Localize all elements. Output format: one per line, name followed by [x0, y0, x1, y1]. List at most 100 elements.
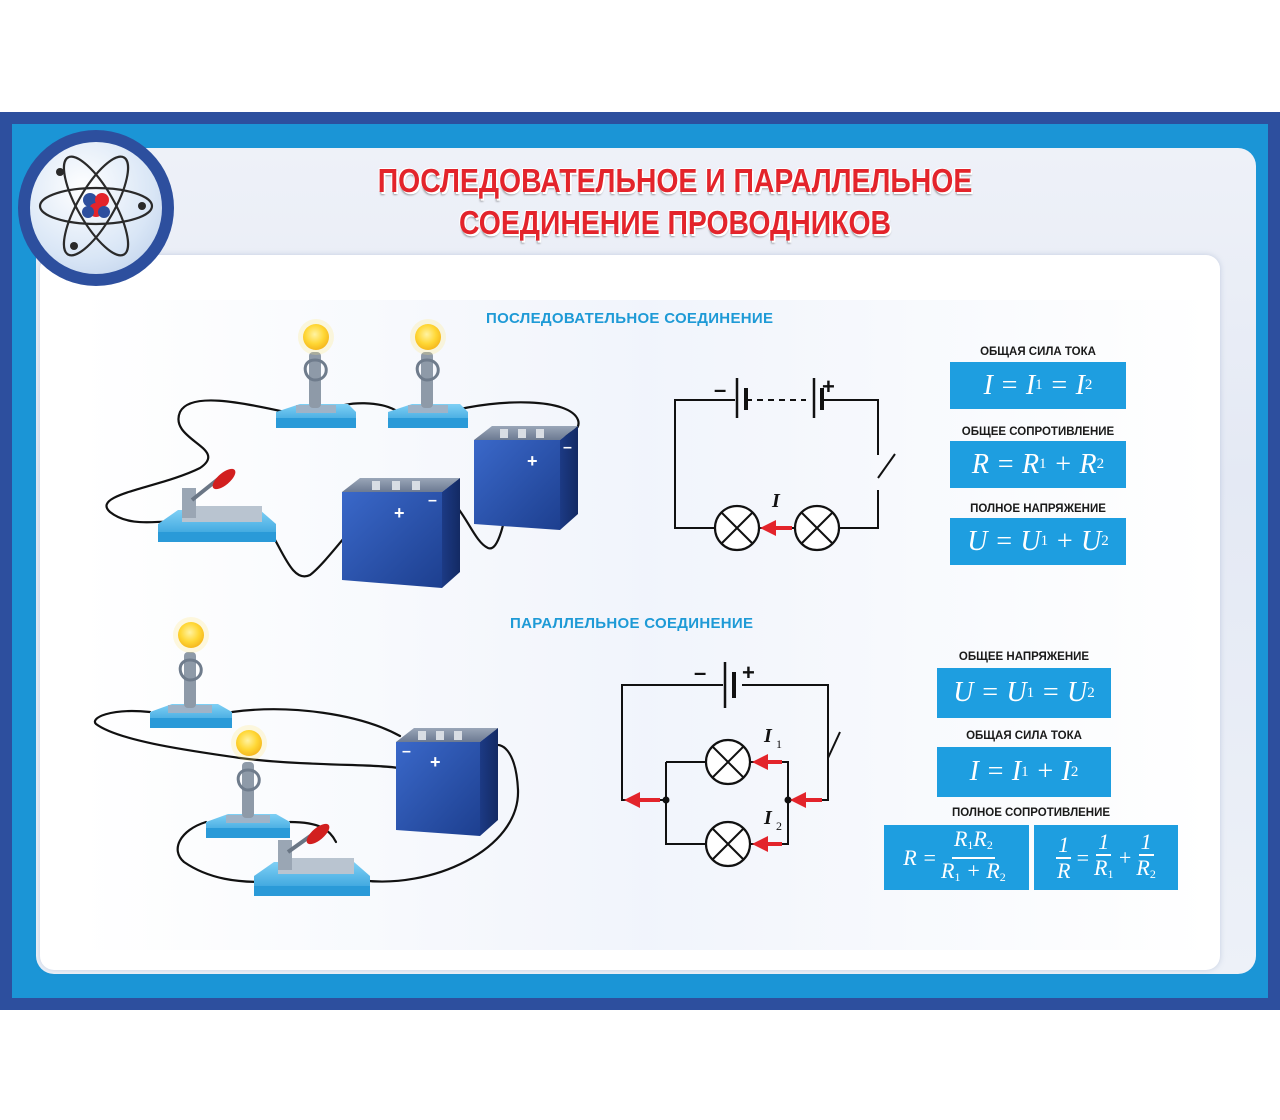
- f-one: 1: [1138, 828, 1154, 856]
- f-lhs: I: [983, 369, 993, 401]
- f-num-a-sub: 1: [967, 837, 974, 852]
- battery-parallel: – +: [396, 728, 498, 836]
- f-op: +: [1053, 448, 1073, 480]
- f-num-a: R: [953, 825, 968, 851]
- f-den-a-sub: 1: [954, 869, 961, 884]
- parallel-resistance-formula-1: R = R1R2 R1 + R2: [884, 825, 1029, 890]
- f-b-sub: 2: [1101, 533, 1109, 549]
- series-minus-sign: –: [714, 377, 726, 402]
- parallel-i1-sub: 1: [776, 737, 782, 751]
- f-lhs: R: [1056, 857, 1071, 883]
- f-a-sub: 1: [1039, 456, 1047, 472]
- f-a: R: [1094, 854, 1108, 880]
- parallel-resistance-formula-2: 1 R = 1 R1 + 1 R2: [1034, 825, 1178, 890]
- f-b: U: [1067, 677, 1088, 708]
- f-den-a: R: [941, 857, 955, 883]
- fraction: 1 R: [1056, 831, 1072, 883]
- f-b-sub: 2: [1070, 763, 1079, 780]
- f-b-sub: 2: [1084, 377, 1093, 393]
- series-heading: ПОСЛЕДОВАТЕЛЬНОЕ СОЕДИНЕНИЕ: [486, 310, 774, 327]
- series-current-label: I: [771, 490, 781, 512]
- parallel-formula-1-label: ОБЩЕЕ НАПРЯЖЕНИЕ: [958, 651, 1090, 663]
- series-formula-2-label: ОБЩЕЕ СОПРОТИВЛЕНИЕ: [961, 426, 1115, 438]
- parallel-i2-label: I: [763, 807, 773, 829]
- f-one: 1: [1096, 828, 1112, 856]
- f-a: U: [1020, 525, 1041, 557]
- f-a-sub: 1: [1107, 866, 1114, 881]
- atom-icon: [30, 142, 162, 274]
- fraction: 1 R2: [1136, 828, 1156, 886]
- f-lhs: U: [953, 677, 974, 708]
- f-lhs: R: [903, 844, 917, 870]
- f-a: R: [1021, 448, 1040, 480]
- parallel-plus-sign: +: [742, 660, 755, 685]
- lamp-2: [388, 319, 468, 428]
- f-a-sub: 1: [1040, 533, 1049, 549]
- lamp-1: [276, 319, 356, 428]
- series-formula-1-label: ОБЩАЯ СИЛА ТОКА: [980, 346, 1096, 358]
- fraction: 1 R1: [1094, 828, 1114, 886]
- f-lhs: R: [971, 448, 990, 480]
- f-op: =: [1041, 677, 1061, 708]
- f-den-b: R: [986, 857, 1000, 883]
- f-lhs: U: [967, 525, 988, 557]
- f-a-sub: 1: [1026, 684, 1035, 701]
- f-b-sub: 2: [1087, 684, 1095, 701]
- f-a: I: [1011, 756, 1022, 787]
- parallel-current-arrows: [624, 754, 822, 852]
- battery-series-1: + –: [342, 478, 460, 588]
- fraction: R1R2 R1 + R2: [941, 825, 1006, 889]
- parallel-i2-sub: 2: [776, 819, 782, 833]
- switch-series: [158, 468, 276, 542]
- f-b-sub: 2: [1096, 456, 1105, 472]
- f-a-sub: 1: [1021, 763, 1029, 780]
- series-schematic: [674, 378, 896, 552]
- battery-3-plus: +: [430, 752, 441, 772]
- series-formula-3-label: ПОЛНОЕ НАПРЯЖЕНИЕ: [970, 503, 1106, 515]
- f-b: I: [1061, 756, 1071, 787]
- f-b-sub: 2: [1149, 866, 1156, 881]
- f-b: U: [1081, 525, 1102, 557]
- parallel-i1-label: I: [763, 725, 773, 747]
- lamp-parallel-2: [206, 725, 290, 838]
- f-a-sub: 1: [1035, 377, 1043, 393]
- f-one: 1: [1056, 831, 1072, 859]
- f-op: =: [1049, 369, 1069, 401]
- parallel-heading: ПАРАЛЛЕЛЬНОЕ СОЕДИНЕНИЕ: [510, 615, 754, 632]
- battery-3-minus: –: [402, 743, 411, 760]
- title-line-2: СОЕДИНЕНИЕ ПРОВОДНИКОВ: [458, 204, 892, 241]
- parallel-schematic: [621, 662, 841, 868]
- page-title: ПОСЛЕДОВАТЕЛЬНОЕ И ПАРАЛЛЕЛЬНОЕ СОЕДИНЕН…: [301, 160, 1049, 244]
- series-plus-sign: +: [822, 374, 835, 399]
- switch-parallel: [254, 823, 370, 896]
- f-den-op: +: [965, 857, 981, 883]
- f-num-b: R: [973, 825, 987, 851]
- battery-1-minus: –: [428, 492, 437, 509]
- lamp-parallel-1: [150, 617, 232, 728]
- battery-series-2: + –: [474, 426, 578, 530]
- parallel-resistance-label: ПОЛНОЕ СОПРОТИВЛЕНИЕ: [951, 807, 1111, 819]
- f-b: R: [1079, 448, 1097, 480]
- f-a: U: [1006, 677, 1027, 708]
- f-den-b-sub: 2: [999, 869, 1006, 884]
- f-op: +: [1055, 525, 1075, 557]
- battery-1-plus: +: [394, 503, 405, 523]
- f-op: +: [1117, 844, 1133, 870]
- f-num-b-sub: 2: [986, 837, 993, 852]
- f-b: I: [1075, 369, 1085, 401]
- parallel-formula-2-label: ОБЩАЯ СИЛА ТОКА: [966, 730, 1082, 742]
- title-line-1: ПОСЛЕДОВАТЕЛЬНОЕ И ПАРАЛЛЕЛЬНОЕ: [377, 162, 973, 199]
- f-a: I: [1025, 369, 1036, 401]
- battery-2-minus: –: [563, 439, 572, 456]
- parallel-minus-sign: –: [694, 660, 706, 685]
- f-lhs: I: [969, 756, 979, 787]
- series-current-arrow: [760, 520, 792, 536]
- f-op: +: [1035, 756, 1055, 787]
- battery-2-plus: +: [527, 451, 538, 471]
- f-b: R: [1136, 854, 1150, 880]
